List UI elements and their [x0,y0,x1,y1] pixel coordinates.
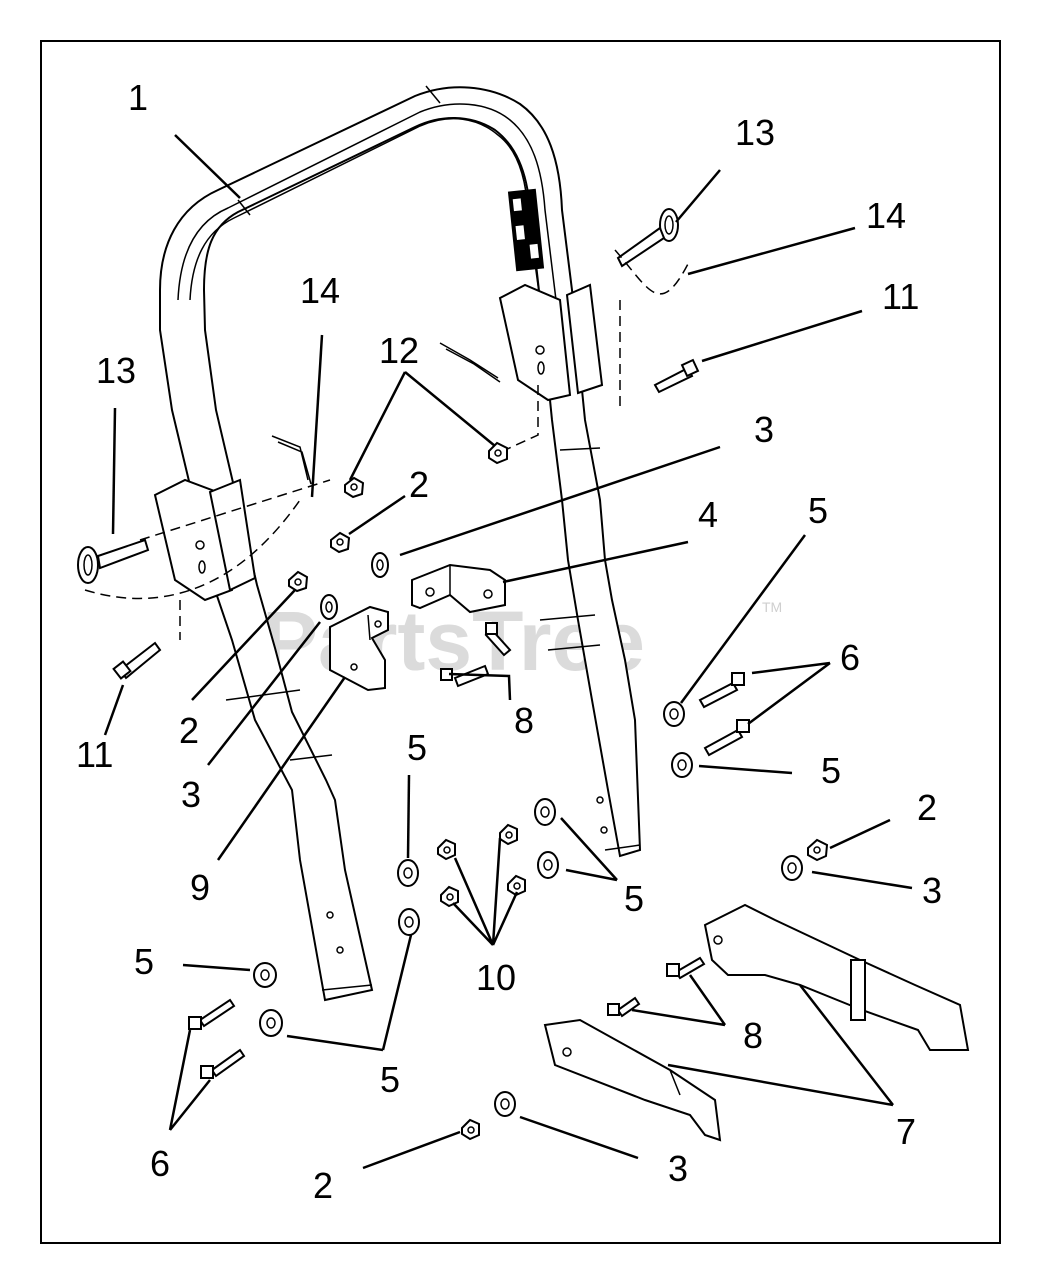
bolt-6c [188,998,236,1030]
angle-bracket-4 [411,563,506,614]
washer-3c [781,855,803,881]
washer-5f [398,908,420,936]
hairpin-clip-left [271,435,312,485]
washer-5b [671,752,693,778]
nut-12b [488,441,508,465]
callout-2: 2 [179,710,199,751]
callout-3: 3 [668,1148,688,1189]
washer-5g [253,962,277,988]
callout-3: 3 [754,409,774,450]
nut-2c [807,838,829,862]
bolt-8a [484,622,512,657]
nut-10b [499,823,518,846]
callout-2: 2 [409,464,429,505]
callout-13: 13 [735,112,775,153]
washer-5e [397,859,419,887]
nut-2a [330,531,351,554]
nut-12a [344,476,365,499]
callout-9: 9 [190,867,210,908]
callout-8: 8 [743,1015,763,1056]
washer-5h [259,1009,283,1037]
callout-8: 8 [514,700,534,741]
hitch-pin-right [616,208,679,268]
hitch-pin-left [77,538,150,584]
nut-2d [461,1118,480,1141]
left-hinge-bracket [153,478,257,602]
callout-6: 6 [840,637,860,678]
callout-14: 14 [300,270,340,311]
assembly-line [504,385,539,451]
bolt-6b [703,719,750,757]
washer-3b [320,594,338,620]
washer-3a [371,552,389,578]
callout-5: 5 [134,941,154,982]
callout-3: 3 [181,774,201,815]
callout-11: 11 [882,276,919,317]
nut-2b [288,570,309,593]
callout-3: 3 [922,870,942,911]
roll-bar [159,85,642,1002]
callout-5: 5 [808,490,828,531]
diagram-border [40,40,1001,1244]
callout-5: 5 [380,1059,400,1100]
callout-7: 7 [896,1111,916,1152]
callout-labels: 1 13 14 11 13 14 12 2 3 4 5 6 11 2 3 8 9… [76,77,942,1206]
nut-10d [507,874,526,897]
washer-5d [537,851,559,879]
bolt-6a [698,672,745,709]
washer-3d [494,1091,516,1117]
mount-bracket-7-upper [703,903,970,1051]
callout-2: 2 [917,787,937,828]
bolt-8c [666,956,706,980]
callout-5: 5 [624,878,644,919]
callout-1: 1 [128,77,148,118]
callout-11: 11 [76,734,113,775]
right-hinge-bracket [498,283,604,402]
callout-12: 12 [379,330,419,371]
callout-5: 5 [821,750,841,791]
callout-6: 6 [150,1143,170,1184]
leader-lines [103,134,913,1170]
washer-5a [663,701,685,727]
mount-bracket-7-lower [543,1018,722,1142]
callout-10: 10 [476,957,516,998]
bolt-6d [200,1048,246,1079]
bolt-11-left [112,641,162,680]
washer-5c [534,798,556,826]
watermark-trademark: TM [762,599,782,615]
angle-bracket-9 [329,605,389,692]
callout-2: 2 [313,1165,333,1206]
assembly-line [614,249,691,295]
bolt-11-right [653,358,700,394]
callout-13: 13 [96,350,136,391]
bolt-8d [607,996,641,1018]
hairpin-clip-right [439,342,501,383]
callout-5: 5 [407,727,427,768]
nut-10a [437,838,456,861]
nut-10c [440,885,459,908]
callout-14: 14 [866,195,906,236]
assembly-line [139,479,331,541]
callout-4: 4 [698,494,718,535]
